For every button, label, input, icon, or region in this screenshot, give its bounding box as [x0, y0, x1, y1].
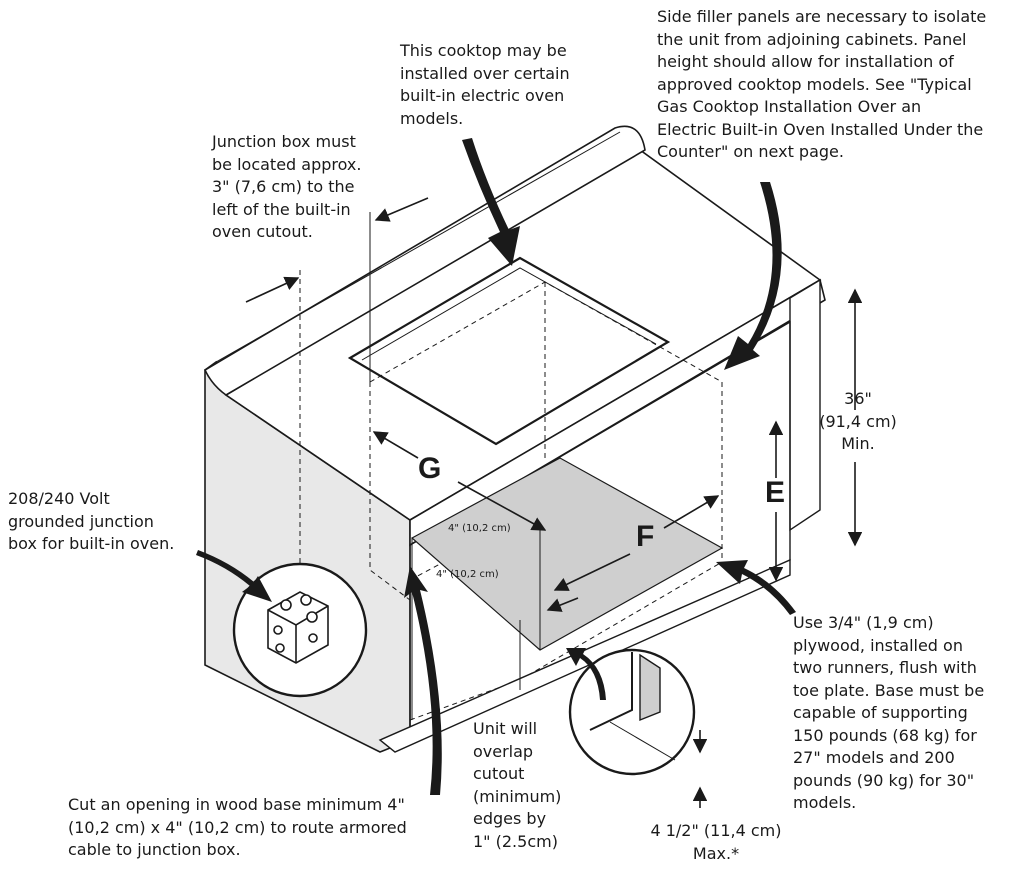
junction-location-note: Junction box must be located approx. 3" …: [212, 132, 362, 241]
toe-dimension-label: 4 1/2" (11,4 cm) Max.*: [650, 821, 782, 863]
opening-callout-arrow: [404, 566, 442, 795]
dimension-letter-f: F: [636, 520, 655, 553]
height-dimension-label: 36" (91,4 cm) Min.: [819, 389, 897, 453]
cooktop-callout-arrow: [462, 138, 520, 266]
dimension-letter-g: G: [418, 452, 442, 485]
plywood-base: [410, 457, 724, 651]
cutout-dimension-1: 4" (10,2 cm): [448, 523, 511, 534]
backsplash: [203, 125, 646, 396]
side-filler-callout-arrow: [724, 182, 782, 370]
overlap-note: Unit will overlap cutout (minimum) edges…: [473, 719, 562, 851]
f-arrow-right: [663, 495, 720, 529]
junction-box-icon: [267, 591, 329, 664]
toe-callout-arrow: [566, 648, 606, 700]
dimension-letter-e: E: [765, 476, 786, 509]
cutout-dimension-2: 4" (10,2 cm): [436, 569, 499, 580]
g-arrow-left: [372, 431, 419, 459]
plywood-callout-arrow: [716, 560, 796, 615]
f-arrow-left: [553, 553, 631, 591]
junction-arrow-left: [374, 197, 429, 222]
junction-box-callout-arrow: [196, 550, 272, 602]
opening-note: Cut an opening in wood base minimum 4" (…: [68, 795, 407, 859]
overlap-arrow: [546, 597, 579, 612]
side-filler-note: Side filler panels are necessary to isol…: [657, 7, 987, 161]
plywood-note: Use 3/4" (1,9 cm) plywood, installed on …: [793, 613, 985, 812]
junction-box-note: 208/240 Volt grounded junction box for b…: [8, 489, 175, 553]
g-arrow-right: [457, 481, 547, 531]
junction-arrow-right: [245, 276, 300, 303]
cooktop-cutout: [347, 256, 671, 446]
cooktop-note: This cooktop may be installed over certa…: [400, 41, 570, 128]
